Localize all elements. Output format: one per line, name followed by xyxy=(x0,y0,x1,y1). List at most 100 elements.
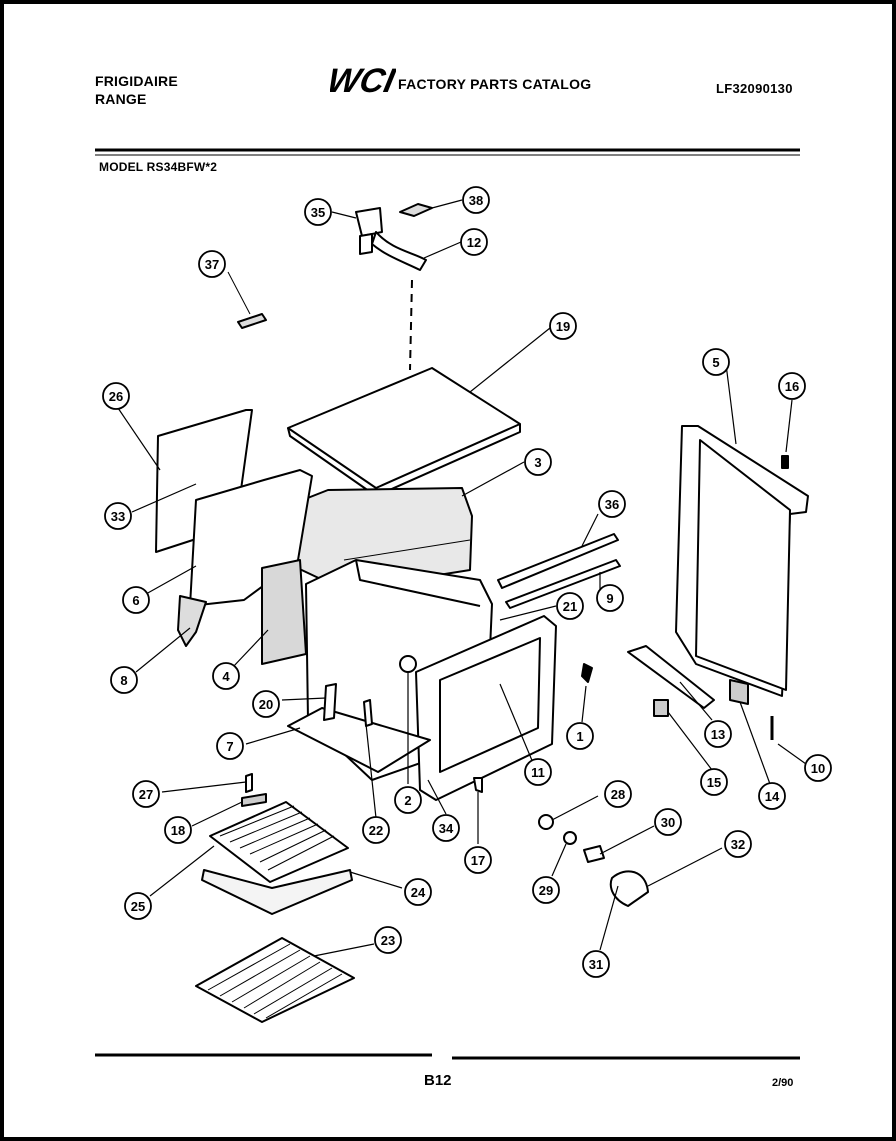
svg-text:33: 33 xyxy=(111,509,125,524)
svg-text:14: 14 xyxy=(765,789,780,804)
leader-lines xyxy=(117,199,807,957)
svg-text:23: 23 xyxy=(381,933,395,948)
callout-37: 37 xyxy=(198,250,226,278)
callout-1: 1 xyxy=(566,722,594,750)
callout-3: 3 xyxy=(524,448,552,476)
part-drawings xyxy=(155,203,809,1023)
part-23-oven-rack xyxy=(195,937,355,1023)
callout-9: 9 xyxy=(596,584,624,612)
part-25-broiler-grid xyxy=(209,801,349,883)
svg-text:22: 22 xyxy=(369,823,383,838)
rules xyxy=(95,148,800,1060)
callout-16: 16 xyxy=(778,372,806,400)
callout-32: 32 xyxy=(724,830,752,858)
product-type: RANGE xyxy=(95,91,147,107)
part-16-screw xyxy=(781,455,789,469)
callout-bubbles: 35 38 12 37 19 5 16 26 3 33 36 6 9 21 8 … xyxy=(102,186,832,978)
logo-text: WCI xyxy=(330,62,396,98)
callout-38: 38 xyxy=(462,186,490,214)
callout-22: 22 xyxy=(362,816,390,844)
callout-21: 21 xyxy=(556,592,584,620)
model-number: MODEL RS34BFW*2 xyxy=(99,160,218,174)
svg-text:30: 30 xyxy=(661,815,675,830)
svg-text:7: 7 xyxy=(226,739,233,754)
part-9-strip xyxy=(505,559,621,609)
part-15-clip xyxy=(653,699,669,717)
svg-text:27: 27 xyxy=(139,787,153,802)
part-31-valve xyxy=(609,870,649,907)
callout-30: 30 xyxy=(654,808,682,836)
callout-29: 29 xyxy=(532,876,560,904)
callout-7: 7 xyxy=(216,732,244,760)
callout-33: 33 xyxy=(104,502,132,530)
callout-34: 34 xyxy=(432,814,460,842)
svg-text:12: 12 xyxy=(467,235,481,250)
svg-text:34: 34 xyxy=(439,821,454,836)
svg-text:13: 13 xyxy=(711,727,725,742)
svg-text:21: 21 xyxy=(563,599,577,614)
part-38-clip xyxy=(399,203,433,217)
part-30-shaft xyxy=(583,845,605,863)
svg-text:18: 18 xyxy=(171,823,185,838)
callout-2: 2 xyxy=(394,786,422,814)
callout-4: 4 xyxy=(212,662,240,690)
part-13-rail xyxy=(627,645,715,709)
part-8-bracket xyxy=(177,595,207,647)
part-20-bracket xyxy=(323,683,337,721)
part-29-nut xyxy=(563,831,577,845)
callout-5: 5 xyxy=(702,348,730,376)
part-28-knob xyxy=(538,814,554,830)
callout-20: 20 xyxy=(252,690,280,718)
document-number: LF32090130 xyxy=(716,81,793,96)
callout-6: 6 xyxy=(122,586,150,614)
svg-text:15: 15 xyxy=(707,775,721,790)
svg-text:26: 26 xyxy=(109,389,123,404)
svg-text:31: 31 xyxy=(589,957,603,972)
svg-text:10: 10 xyxy=(811,761,825,776)
part-35-bracket xyxy=(355,207,383,237)
callout-8: 8 xyxy=(110,666,138,694)
svg-text:8: 8 xyxy=(120,673,127,688)
part-14-bracket xyxy=(729,679,749,705)
svg-text:32: 32 xyxy=(731,837,745,852)
part-37-terminal xyxy=(237,313,267,329)
svg-text:11: 11 xyxy=(531,765,545,780)
svg-text:37: 37 xyxy=(205,257,219,272)
svg-text:28: 28 xyxy=(611,787,625,802)
part-19-top-panel xyxy=(287,367,521,489)
svg-text:16: 16 xyxy=(785,379,799,394)
svg-text:29: 29 xyxy=(539,883,553,898)
brand-name: FRIGIDAIRE xyxy=(95,73,178,89)
svg-text:9: 9 xyxy=(606,591,613,606)
callout-24: 24 xyxy=(404,878,432,906)
svg-text:25: 25 xyxy=(131,899,145,914)
part-4-side-insulation xyxy=(261,559,307,665)
callout-19: 19 xyxy=(549,312,577,340)
part-7-bottom-plate xyxy=(287,707,431,773)
part-18-hinge xyxy=(241,793,267,807)
callout-17: 17 xyxy=(464,846,492,874)
wci-logo: WCI xyxy=(330,62,396,98)
callout-36: 36 xyxy=(598,490,626,518)
svg-text:24: 24 xyxy=(411,885,426,900)
callout-28: 28 xyxy=(604,780,632,808)
catalog-title: FACTORY PARTS CATALOG xyxy=(398,76,592,92)
callout-23: 23 xyxy=(374,926,402,954)
callout-18: 18 xyxy=(164,816,192,844)
svg-text:2: 2 xyxy=(404,793,411,808)
svg-text:4: 4 xyxy=(222,669,230,684)
part-27-hinge xyxy=(245,773,253,793)
part-1-screw xyxy=(581,663,593,683)
part-17-clip xyxy=(473,777,483,793)
svg-text:3: 3 xyxy=(534,455,541,470)
revision-date: 2/90 xyxy=(772,1077,794,1089)
part-24-broiler-pan xyxy=(201,869,353,915)
svg-text:20: 20 xyxy=(259,697,273,712)
svg-text:5: 5 xyxy=(712,355,719,370)
callout-11: 11 xyxy=(524,758,552,786)
svg-text:1: 1 xyxy=(576,729,583,744)
brand-block: FRIGIDAIRE RANGE xyxy=(95,72,178,108)
part-36-strip xyxy=(497,533,619,589)
svg-text:6: 6 xyxy=(132,593,139,608)
